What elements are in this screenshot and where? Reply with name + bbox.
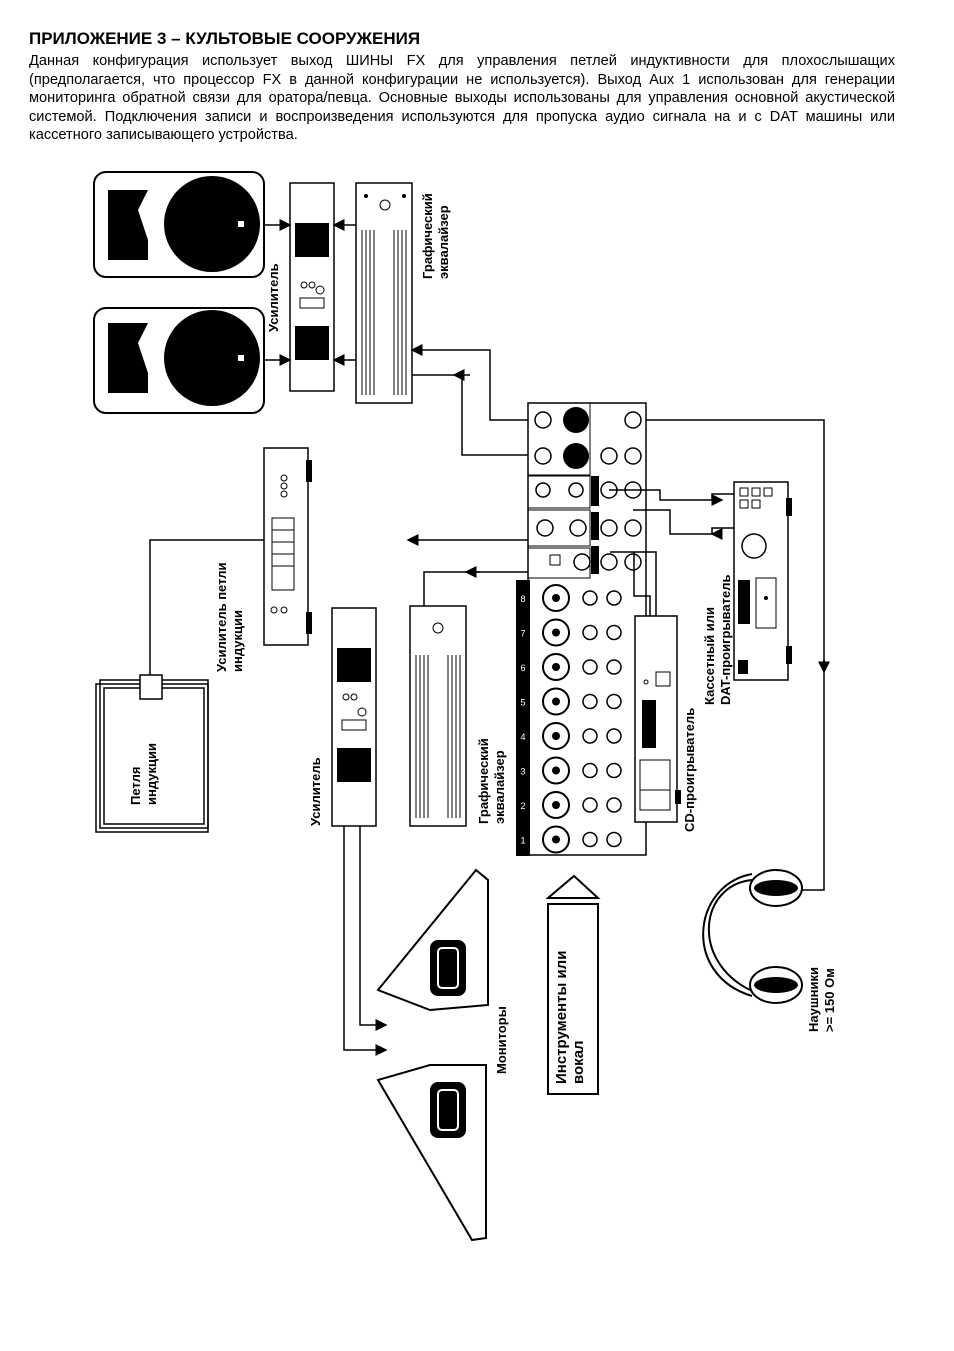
channel-number: 2 <box>520 801 525 811</box>
jack-input-3 <box>582 762 598 779</box>
cassette-label-2: DAT-проигрыватель <box>718 575 733 705</box>
amplifier-top <box>289 182 335 392</box>
induction-loop-amplifier <box>263 447 312 646</box>
jack-input-4 <box>582 728 598 744</box>
amp-top-label: Усилитель <box>266 263 281 332</box>
loop-label-1: Петля <box>128 767 143 805</box>
xlr-pin <box>552 766 560 775</box>
headphones <box>702 869 803 1004</box>
page-heading: ПРИЛОЖЕНИЕ 3 – КУЛЬТОВЫЕ СООРУЖЕНИЯ <box>29 29 421 48</box>
channel-number: 6 <box>520 663 525 673</box>
jack-input-6 <box>582 659 598 675</box>
insert-jack-2 <box>606 797 622 813</box>
insert-jack-1 <box>606 831 622 848</box>
graphic-eq-mid <box>409 605 467 827</box>
cassette-label-1: Кассетный или <box>702 607 717 705</box>
loop-amp-label-2: индукции <box>230 610 245 672</box>
xlr-pin <box>552 801 560 809</box>
channel-number: 1 <box>520 836 525 846</box>
instruments-input <box>545 874 601 1095</box>
channel-number: 4 <box>520 732 525 742</box>
headphones-label-1: Наушники <box>806 967 821 1032</box>
amplifier-mid <box>331 607 377 827</box>
insert-jack-7 <box>606 624 622 641</box>
insert-jack-4 <box>606 728 622 744</box>
jack-input-7 <box>582 624 598 641</box>
instruments-label-2: вокал <box>570 1040 587 1084</box>
monitor-speaker-bottom <box>376 1064 487 1242</box>
cd-player <box>634 615 681 823</box>
channel-number: 8 <box>520 594 525 604</box>
monitors-label: Мониторы <box>494 1006 509 1074</box>
insert-jack-5 <box>606 693 622 710</box>
intro-paragraph: Данная конфигурация использует выход ШИН… <box>29 53 895 144</box>
jack-input-2 <box>582 797 598 813</box>
headphones-label-2: >= 150 Ом <box>822 968 837 1032</box>
loop-label-2: индукции <box>144 743 159 805</box>
xlr-pin <box>552 594 560 602</box>
xlr-pin <box>552 628 560 637</box>
eq-top-label-2: эквалайзер <box>436 205 451 279</box>
main-speaker-top <box>93 171 265 278</box>
cassette-dat-player <box>733 481 792 681</box>
mixer-channels: 8 7 6 5 4 3 2 1 <box>520 584 622 854</box>
xlr-pin <box>552 697 560 706</box>
eq-top-label-1: Графический <box>420 193 435 279</box>
insert-jack-6 <box>606 659 622 675</box>
insert-jack-3 <box>606 762 622 779</box>
jack-input-1 <box>582 831 598 848</box>
loop-amp-label-1: Усилитель петли <box>214 562 229 672</box>
jack-input-5 <box>582 693 598 710</box>
eq-mid-label-1: Графический <box>476 738 491 824</box>
insert-jack-8 <box>606 590 622 606</box>
xlr-pin <box>552 663 560 671</box>
mixer <box>516 402 647 856</box>
xlr-pin <box>552 732 560 740</box>
xlr-pin <box>552 835 560 844</box>
channel-number: 5 <box>520 698 525 708</box>
induction-loop <box>95 674 209 833</box>
main-speaker-bottom <box>93 307 265 414</box>
channel-number: 3 <box>520 767 525 777</box>
eq-mid-label-2: эквалайзер <box>492 750 507 824</box>
graphic-eq-top <box>355 182 413 404</box>
amp-mid-label: Усилитель <box>308 757 323 826</box>
instruments-label-1: Инструменты или <box>553 951 570 1084</box>
jack-input-8 <box>582 590 598 606</box>
monitor-speaker-top <box>376 868 489 1012</box>
cd-label: CD-проигрыватель <box>682 708 697 832</box>
channel-number: 7 <box>520 629 525 639</box>
